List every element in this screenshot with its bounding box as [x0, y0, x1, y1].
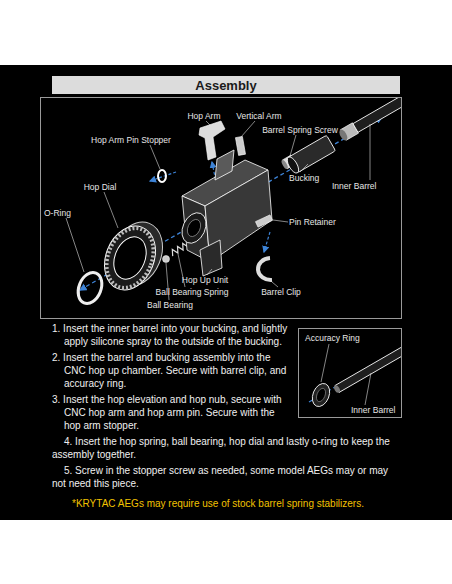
hop-unit-tab	[200, 240, 222, 276]
inset-box: Accuracy RingInner Barrel	[298, 328, 402, 418]
barrel-clip	[258, 258, 272, 280]
part-label: Bucking	[289, 173, 319, 183]
part-label: Barrel Clip	[221, 287, 341, 297]
leader-line	[104, 192, 118, 228]
part-label: Pin Retainer	[289, 217, 336, 227]
clip-axis	[264, 232, 270, 252]
leader-line	[66, 218, 84, 272]
part-label: Ball Bearing Spring	[132, 287, 252, 297]
hop-unit-bore	[185, 217, 203, 238]
barrel-end	[333, 384, 341, 393]
hop-arm	[199, 121, 225, 160]
leader-line	[206, 121, 210, 125]
diagram-title: Assembly	[195, 78, 256, 93]
vertical-arm	[235, 136, 245, 155]
part-label: Hop Up Unit	[145, 275, 265, 285]
leader-line	[300, 164, 308, 172]
part-label: Ball Bearing	[110, 300, 230, 310]
leader-line	[241, 121, 255, 137]
ball-bearing-spring	[170, 242, 189, 256]
title-bar: Assembly	[52, 76, 400, 94]
hop-dial-knurl	[98, 221, 162, 295]
leader-line	[290, 135, 296, 156]
hop-dial	[95, 218, 164, 297]
part-label: Hop Arm Pin Stopper	[71, 135, 191, 145]
ball-bearing	[163, 256, 170, 263]
footnote: *KRYTAC AEGs may require use of stock ba…	[72, 497, 402, 510]
exploded-view	[66, 98, 401, 307]
barrel-tube	[353, 98, 401, 132]
leader-line	[150, 145, 160, 169]
inset-label: Accuracy Ring	[305, 333, 360, 343]
hop-arm-pin-stopper	[158, 170, 166, 182]
accuracy-ring	[309, 381, 333, 409]
accuracy-ring-bore	[315, 387, 328, 403]
pin-retainer	[255, 215, 272, 227]
instruction-step: 5. Screw in the stopper screw as needed,…	[52, 464, 402, 490]
diagram-frame	[41, 98, 402, 319]
hop-unit-nozzle	[177, 209, 210, 247]
leader-line	[365, 373, 371, 405]
pin-axis	[150, 172, 176, 181]
o-ring	[74, 269, 106, 307]
instruction-step: 4. Insert the hop spring, ball bearing, …	[52, 435, 402, 461]
part-label: Inner Barrel	[332, 181, 376, 191]
barrel-end	[338, 128, 349, 141]
hop-unit-rib	[215, 150, 234, 180]
inset-label: Inner Barrel	[351, 405, 395, 415]
bucking	[285, 135, 336, 175]
inner-barrel	[338, 98, 401, 142]
instructions: Accuracy RingInner Barrel1. Insert the i…	[52, 322, 402, 493]
part-label: Hop Dial	[40, 182, 160, 192]
leader-line	[272, 282, 278, 287]
part-label: Vertical Arm	[199, 111, 319, 121]
hop-dial-bore	[108, 232, 152, 284]
part-label: O-Ring	[44, 208, 71, 218]
barrel-tube	[335, 346, 401, 393]
leader-line	[321, 344, 329, 382]
leader-line	[207, 269, 212, 275]
leader-line	[273, 220, 288, 222]
bucking-end	[285, 155, 301, 175]
leader-lines	[66, 121, 370, 300]
leader-line	[370, 124, 371, 180]
dark-panel	[0, 65, 452, 520]
inset-barrel	[333, 346, 401, 394]
part-label: Barrel Spring Screw	[240, 125, 360, 135]
